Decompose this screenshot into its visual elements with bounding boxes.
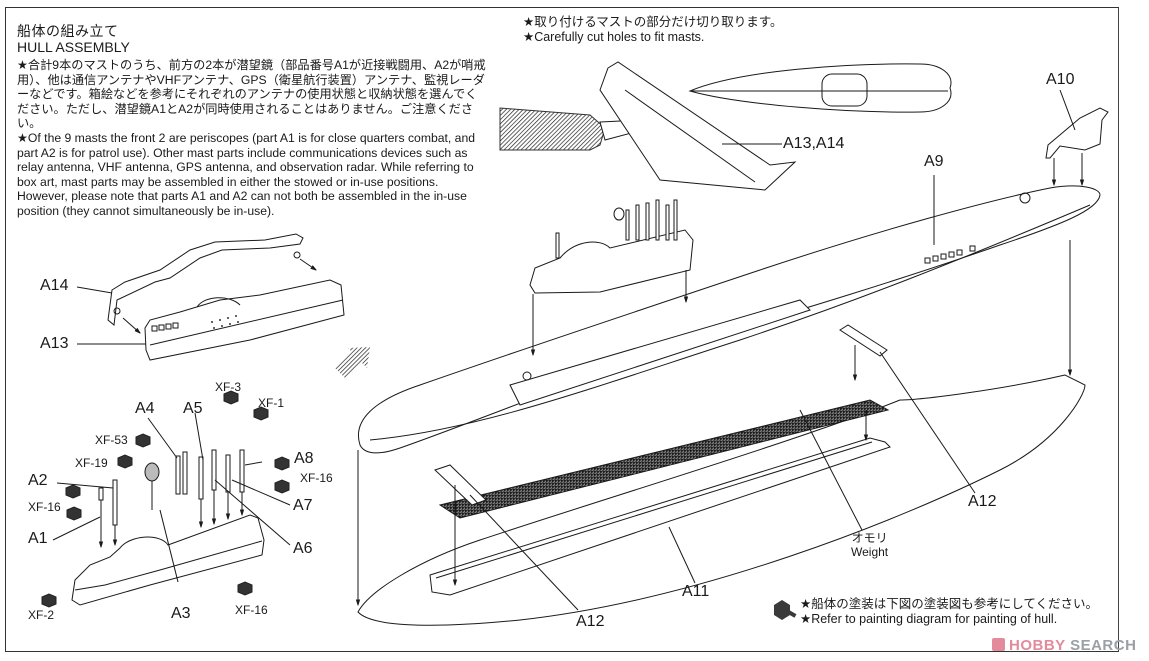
watermark-brand-b: SEARCH xyxy=(1070,637,1137,654)
label-a5: A5 xyxy=(183,400,203,417)
paint-code-xf3: XF-3 xyxy=(215,380,242,394)
label-a8: A8 xyxy=(294,450,314,467)
intro-text-ja: ★合計9本のマストのうち、前方の2本が潜望鏡（部品番号A1が近接戦闘用、A2が哨… xyxy=(17,58,486,131)
paint-jar-icon xyxy=(41,593,57,608)
sail-halves-a13-a14 xyxy=(107,233,345,361)
part-a12-blocks xyxy=(434,324,888,585)
label-a6: A6 xyxy=(293,540,313,557)
lower-hull-a11 xyxy=(358,240,1086,626)
label-a11: A11 xyxy=(682,583,710,600)
leader-a12-left xyxy=(469,494,579,611)
hobby-search-logo-icon xyxy=(992,638,1005,651)
label-a7: A7 xyxy=(293,497,313,514)
label-a3: A3 xyxy=(171,605,191,622)
step-arrow-icon xyxy=(335,347,370,379)
cut-note: ★取り付けるマストの部分だけ切り取ります。 ★Carefully cut hol… xyxy=(523,15,782,45)
label-a4: A4 xyxy=(135,400,155,417)
hull-top-view xyxy=(688,63,952,113)
paint-code-xf1: XF-1 xyxy=(258,396,285,410)
paint-code-xf16-right: XF-16 xyxy=(300,471,333,485)
paint-jar-icon xyxy=(774,600,797,620)
paint-code-xf53: XF-53 xyxy=(95,433,128,447)
leader-weight xyxy=(799,409,863,531)
label-a9: A9 xyxy=(924,153,944,170)
weight-plate xyxy=(438,399,890,519)
leader-a14 xyxy=(76,286,113,294)
paint-code-xf2: XF-2 xyxy=(28,608,55,622)
leader-a11 xyxy=(668,526,696,584)
paint-jar-icon xyxy=(274,479,290,494)
sail-with-masts xyxy=(71,449,265,606)
weight-label-en: Weight xyxy=(851,545,889,559)
paint-jar-icon xyxy=(253,406,269,421)
intro-text-en: ★Of the 9 masts the front 2 are periscop… xyxy=(17,130,476,218)
paint-note-en: ★Refer to painting diagram for painting … xyxy=(800,612,1058,626)
paint-jar-icon xyxy=(223,390,239,405)
cut-note-ja: ★取り付けるマストの部分だけ切り取ります。 xyxy=(523,15,783,29)
upper-hull-a9 xyxy=(358,185,1101,454)
paint-note: ★船体の塗装は下図の塗装図も参考にしてください。 ★Refer to paint… xyxy=(800,597,1098,627)
paint-note-ja: ★船体の塗装は下図の塗装図も参考にしてください。 xyxy=(800,597,1098,611)
paint-jar-icons xyxy=(41,390,290,608)
paint-code-xf16-bottom: XF-16 xyxy=(235,603,268,617)
paint-code-xf19: XF-19 xyxy=(75,456,108,470)
leader-a12-right xyxy=(879,351,976,494)
paint-jar-icon xyxy=(237,581,253,596)
paint-code-xf16-left: XF-16 xyxy=(28,500,61,514)
leader-a10 xyxy=(1059,89,1076,131)
label-a12-right: A12 xyxy=(968,493,997,510)
paint-jar-icon xyxy=(65,484,81,499)
weight-label-ja: オモリ xyxy=(851,531,888,545)
section-title-en: HULL ASSEMBLY xyxy=(17,39,130,55)
intro-text: ★合計9本のマストのうち、前方の2本が潜望鏡（部品番号A1が近接戦闘用、A2が哨… xyxy=(17,58,487,219)
label-a10: A10 xyxy=(1046,71,1075,88)
label-a13-a14: A13,A14 xyxy=(783,135,845,152)
section-title-ja: 船体の組み立て xyxy=(17,23,119,39)
label-a12-left: A12 xyxy=(576,613,605,630)
sail-on-hull xyxy=(529,199,694,355)
watermark-brand-a: HOBBY xyxy=(1009,637,1066,654)
cutting-illustration xyxy=(499,61,797,191)
weight-label: オモリ Weight xyxy=(851,531,888,559)
label-a14: A14 xyxy=(40,277,69,294)
part-a10-fin xyxy=(1045,107,1109,185)
paint-jar-icon xyxy=(117,454,133,469)
label-a2: A2 xyxy=(28,472,48,489)
label-a13: A13 xyxy=(40,335,69,352)
leaders-lower-left xyxy=(52,412,291,583)
cut-note-en: ★Carefully cut holes to fit masts. xyxy=(523,30,705,44)
paint-jar-icon xyxy=(66,506,82,521)
watermark: HOBBY SEARCH xyxy=(992,637,1136,654)
label-a1: A1 xyxy=(28,530,48,547)
page-frame xyxy=(5,7,1119,652)
paint-jar-icon xyxy=(135,433,151,448)
paint-jar-icon xyxy=(274,456,290,471)
